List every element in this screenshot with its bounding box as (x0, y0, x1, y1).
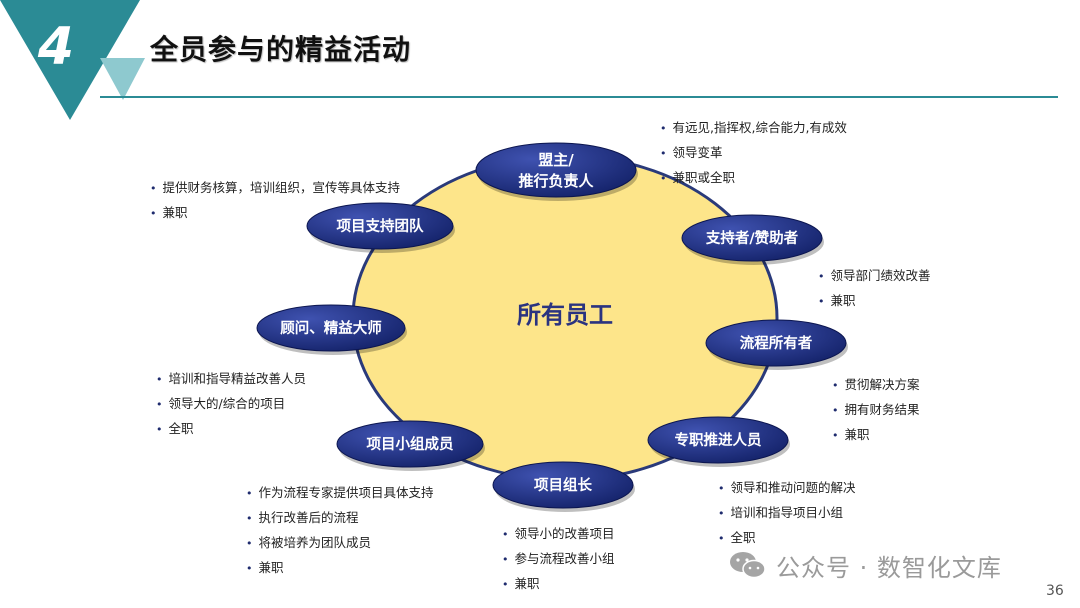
node-process-owner-shape (705, 319, 847, 367)
bullet-item: 执行改善后的流程 (246, 506, 434, 531)
node-sponsor-shape (681, 214, 823, 262)
center-label: 所有员工 (517, 301, 613, 329)
section-corner-graphic: 4 (0, 0, 145, 120)
node-sponsor-label: 支持者/赞助者 (706, 229, 798, 247)
bullet-item: 作为流程专家提供项目具体支持 (246, 481, 434, 506)
bullet-item: 兼职 (502, 572, 615, 597)
bullet-item: 领导部门绩效改善 (818, 264, 931, 289)
bullets-support-team: 提供财务核算，培训组织，宣传等具体支持兼职 (150, 176, 401, 226)
node-full-time-driver-label: 专职推进人员 (675, 431, 762, 449)
node-full-time-driver-shape (647, 416, 789, 464)
bullet-item: 拥有财务结果 (832, 398, 920, 423)
node-process-owner-label: 流程所有者 (740, 334, 813, 352)
node-champion-label: 盟主/ (538, 151, 574, 169)
bullet-item: 兼职 (246, 556, 434, 581)
node-team-member-label: 项目小组成员 (367, 435, 454, 453)
bullet-item: 提供财务核算，培训组织，宣传等具体支持 (150, 176, 401, 201)
page-number: 36 (1046, 583, 1064, 599)
bullet-item: 领导变革 (660, 141, 847, 166)
corner-triangle-light (100, 58, 145, 100)
node-sponsor: 支持者/赞助者 (681, 214, 824, 265)
bullet-item: 兼职或全职 (660, 166, 847, 191)
section-number: 4 (37, 17, 74, 77)
node-team-member: 项目小组成员 (336, 420, 485, 471)
title-underline (100, 96, 1058, 98)
bullets-consultant: 培训和指导精益改善人员领导大的/综合的项目全职 (156, 367, 307, 442)
node-champion-shape (475, 142, 637, 198)
node-project-leader: 项目组长 (492, 461, 635, 512)
node-consultant-label: 顾问、精益大师 (280, 319, 382, 337)
node-full-time-driver: 专职推进人员 (647, 416, 790, 467)
node-champion: 盟主/推行负责人 (475, 142, 638, 201)
bullet-item: 兼职 (818, 289, 931, 314)
bullets-process-owner: 贯彻解决方案拥有财务结果兼职 (832, 373, 920, 448)
bullet-item: 贯彻解决方案 (832, 373, 920, 398)
wechat-icon (730, 552, 766, 579)
node-champion-label: 推行负责人 (518, 172, 594, 190)
node-project-leader-label: 项目组长 (534, 476, 592, 494)
watermark-text: 公众号 · 数智化文库 (776, 553, 1002, 582)
bullets-sponsor: 领导部门绩效改善兼职 (818, 264, 931, 314)
bullet-item: 兼职 (832, 423, 920, 448)
slide-title: 全员参与的精益活动 (150, 33, 412, 66)
bullet-item: 将被培养为团队成员 (246, 531, 434, 556)
node-process-owner: 流程所有者 (705, 319, 848, 370)
bullet-item: 领导和推动问题的解决 (718, 476, 856, 501)
bullets-champion: 有远见,指挥权,综合能力,有成效领导变革兼职或全职 (660, 116, 847, 191)
node-consultant: 顾问、精益大师 (256, 304, 407, 355)
bullet-item: 培训和指导精益改善人员 (156, 367, 307, 392)
bullets-full-time-driver: 领导和推动问题的解决培训和指导项目小组全职 (718, 476, 856, 551)
bullets-project-leader: 领导小的改善项目参与流程改善小组兼职 (502, 522, 615, 597)
node-team-member-shape (336, 420, 484, 468)
bullet-item: 培训和指导项目小组 (718, 501, 856, 526)
bullet-item: 领导大的/综合的项目 (156, 392, 306, 417)
bullet-item: 全职 (718, 526, 856, 551)
bullet-item: 兼职 (150, 201, 400, 226)
node-project-leader-shape (492, 461, 634, 509)
node-consultant-shape (256, 304, 406, 352)
bullet-item: 参与流程改善小组 (502, 547, 615, 572)
watermark: 公众号 · 数智化文库 (728, 548, 1002, 582)
bullet-item: 领导小的改善项目 (502, 522, 615, 547)
bullets-team-member: 作为流程专家提供项目具体支持执行改善后的流程将被培养为团队成员兼职 (246, 481, 434, 581)
bullet-item: 全职 (156, 417, 306, 442)
bullet-item: 有远见,指挥权,综合能力,有成效 (660, 116, 847, 141)
corner-triangle-dark (0, 0, 140, 120)
